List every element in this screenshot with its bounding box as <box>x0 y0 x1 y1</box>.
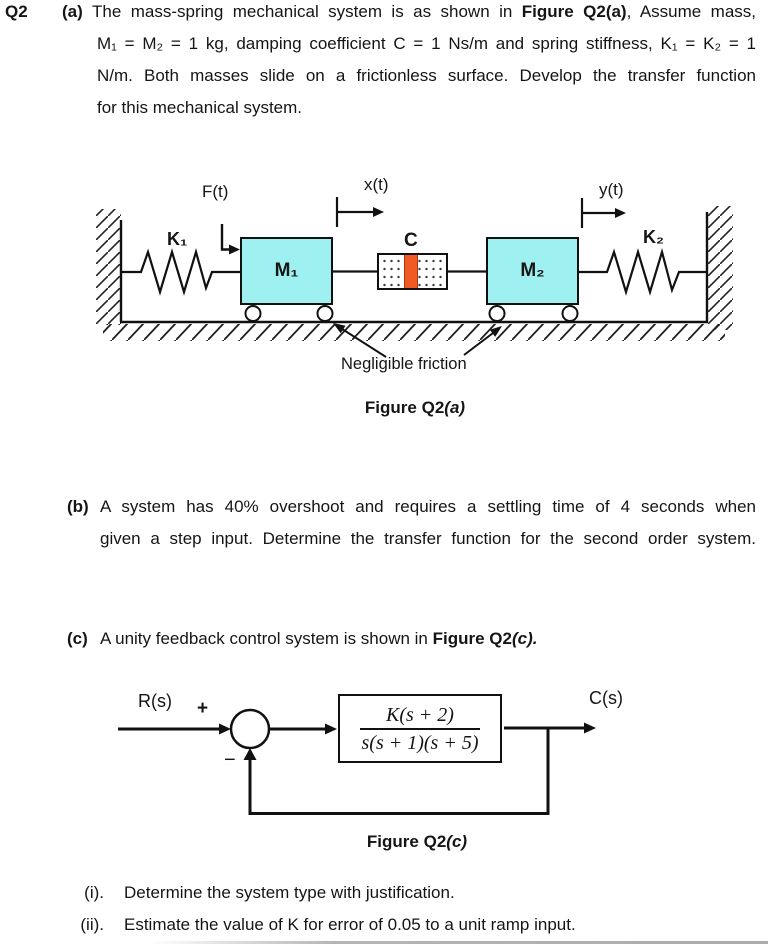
wheel-m1-left <box>244 305 262 322</box>
damper-label: C <box>404 230 418 251</box>
part-a-label: (a) <box>62 2 83 21</box>
part-a-line4: for this mechanical system. <box>97 98 303 117</box>
subpart-i-label: (i). <box>84 883 104 902</box>
output-signal-label: C(s) <box>589 688 623 708</box>
mass-1-label: M₁ <box>274 260 299 281</box>
part-b-label: (b) <box>67 497 89 516</box>
friction-arrow-right-line <box>463 329 498 356</box>
force-arrow-line <box>220 224 231 251</box>
figure-c-caption: Figure Q2(c) <box>322 831 512 853</box>
x-arrowhead-icon <box>373 207 384 217</box>
part-c-line: A unity feedback control system is shown… <box>100 628 537 650</box>
part-b-line2: given a step input. Determine the transf… <box>100 529 756 548</box>
force-label: F(t) <box>202 182 229 201</box>
right-wall-hatch <box>708 206 733 330</box>
part-a-line2: M₁ = M₂ = 1 kg, damping coefficient C = … <box>97 34 756 53</box>
part-c-label: (c) <box>67 629 88 648</box>
y-arrowhead-icon <box>615 208 626 218</box>
damper-piston-bar <box>404 255 418 288</box>
figure-c-caption-main: Figure Q2 <box>366 832 447 851</box>
feedback-arrowhead-icon <box>243 748 257 760</box>
subpart-i-text: Determine the system type with justifica… <box>124 883 455 902</box>
block-arrowhead-icon <box>325 723 337 735</box>
subpart-ii-text: Estimate the value of K for error of 0.0… <box>124 915 576 934</box>
wheel-m1-right <box>316 305 334 322</box>
x-displacement-label: x(t) <box>364 175 389 194</box>
output-arrowhead-icon <box>584 722 596 734</box>
left-wall-hatch <box>96 209 121 325</box>
part-a-line1-figref: Figure Q2(a) <box>521 2 627 21</box>
part-c-line-pre: A unity feedback control system is shown… <box>100 629 433 648</box>
transfer-function-fraction: K(s + 2) s(s + 1)(s + 5) <box>359 704 481 754</box>
spring-k1 <box>121 248 240 296</box>
part-b-line1: A system has 40% overshoot and requires … <box>100 497 756 516</box>
part-a-line3: N/m. Both masses slide on a frictionless… <box>97 66 756 85</box>
figure-a-caption-suffix: (a) <box>444 398 466 417</box>
figure-a-caption: Figure Q2(a) <box>320 397 510 419</box>
friction-note: Negligible friction <box>341 355 467 373</box>
y-displacement-label: y(t) <box>599 180 624 199</box>
plus-sign: + <box>197 698 209 719</box>
input-arrowhead-icon <box>219 723 231 735</box>
friction-arrowhead-right-icon <box>489 326 502 337</box>
summing-junction <box>229 708 271 750</box>
damper-block <box>377 253 448 290</box>
wheel-m2-left <box>488 305 506 322</box>
input-signal-label: R(s) <box>138 691 172 711</box>
part-c-figref-suffix: (c). <box>511 629 538 648</box>
friction-arrowhead-left-icon <box>333 323 346 334</box>
wheel-m2-right <box>561 305 579 322</box>
mass-2-block: M₂ <box>486 237 579 305</box>
part-a-line1: The mass-spring mechanical system is as … <box>92 1 756 23</box>
part-a-line1-pre: The mass-spring mechanical system is as … <box>92 2 522 21</box>
question-number: Q2 <box>5 2 28 21</box>
tf-denominator: s(s + 1)(s + 5) <box>361 731 479 754</box>
spring-k2-label: K₂ <box>643 227 664 247</box>
figure-c-caption-suffix: (c) <box>446 832 468 851</box>
spring-k2 <box>579 247 707 296</box>
tf-numerator: K(s + 2) <box>359 704 481 730</box>
subpart-ii-label: (ii). <box>80 915 104 934</box>
ground-hatch <box>103 324 725 341</box>
mass-1-block: M₁ <box>240 237 333 305</box>
part-c-figref: Figure Q2 <box>432 629 512 648</box>
minus-sign: − <box>224 749 236 771</box>
friction-arrow-left-line <box>338 326 387 358</box>
figure-a-caption-main: Figure Q2 <box>364 398 445 417</box>
part-a-line1-post: , Assume mass, <box>626 2 757 21</box>
scan-edge-artifact <box>150 941 768 944</box>
transfer-function-block: K(s + 2) s(s + 1)(s + 5) <box>338 694 502 763</box>
force-arrowhead-icon <box>229 244 240 255</box>
mass-2-label: M₂ <box>520 260 545 281</box>
spring-k1-label: K₁ <box>167 229 188 249</box>
